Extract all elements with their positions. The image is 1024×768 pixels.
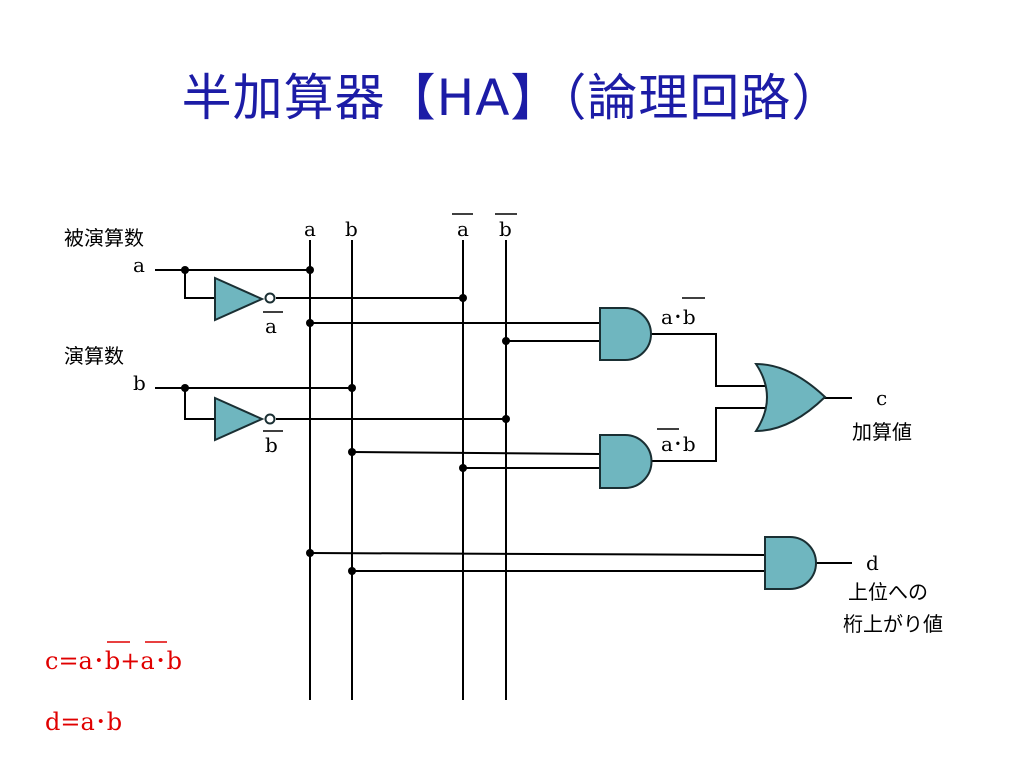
inverter-a	[214, 276, 276, 322]
junction-dots	[181, 266, 510, 575]
input-a-wires	[155, 269, 463, 299]
bus-lines	[309, 240, 507, 700]
and-middle-label: a･b	[661, 432, 696, 456]
bus-a-not-label: a	[457, 217, 469, 241]
inverter-b-output-label: b	[265, 433, 278, 457]
and-gate-bottom	[764, 536, 817, 590]
input-b-wires	[155, 387, 506, 420]
output-d-var: d	[866, 551, 879, 575]
inverter-b	[214, 396, 276, 442]
bus-b-label: b	[345, 217, 358, 241]
formula-d: d=a･b	[45, 708, 122, 736]
or-gate	[754, 362, 827, 433]
and-top-label: a･b	[661, 305, 696, 329]
addend-label: 演算数	[64, 344, 124, 368]
page-title: 半加算器【HA】（論理回路）	[181, 69, 843, 127]
inverter-a-output-label: a	[265, 314, 277, 338]
output-d-label-line1: 上位への	[848, 580, 928, 604]
and-gate-middle	[599, 434, 653, 489]
output-c-label: 加算値	[852, 420, 912, 444]
bus-a-label: a	[304, 217, 316, 241]
augend-label: 被演算数	[64, 226, 144, 250]
gate-input-wires	[309, 322, 852, 572]
formula-c: c=a･b+a･b	[45, 647, 182, 675]
addend-var: b	[133, 371, 146, 395]
output-c-var: c	[876, 386, 887, 410]
augend-var: a	[133, 253, 145, 277]
bus-b-not-label: b	[499, 217, 512, 241]
output-d-label-line2: 桁上がり値	[843, 612, 943, 636]
and-gate-top	[599, 307, 652, 361]
